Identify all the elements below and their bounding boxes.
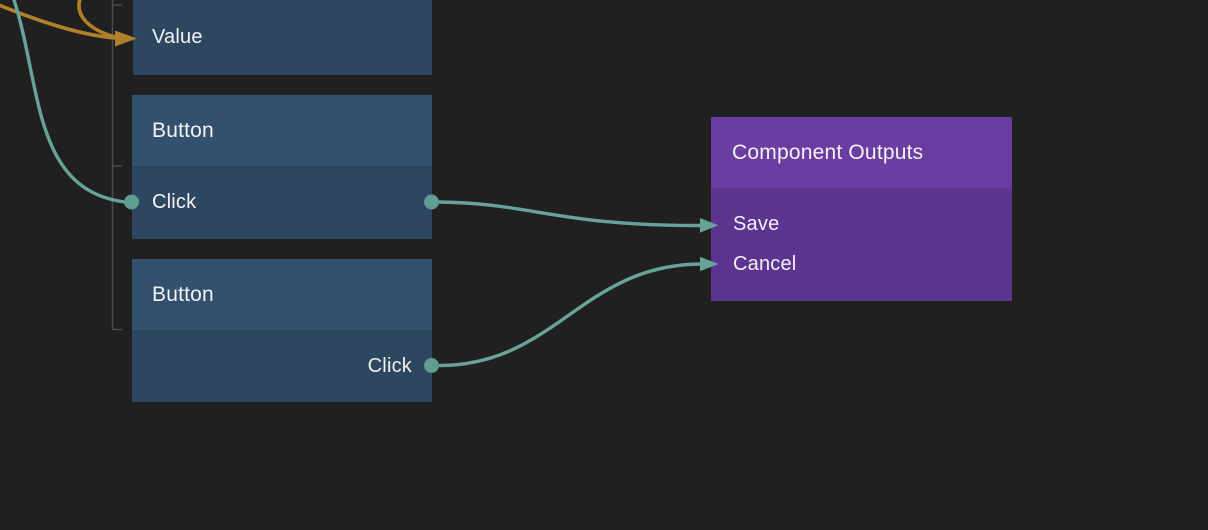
node-button-top[interactable]: Button Click [132, 95, 432, 239]
node-title: Button [152, 118, 214, 142]
edge-orange-top-to-value[interactable] [77, 0, 118, 40]
port-label-cancel: Cancel [733, 252, 797, 275]
node-button-top-header[interactable]: Button [132, 95, 432, 166]
edge-teal-offscreen-to-click[interactable] [12, 0, 126, 204]
port-label-click: Click [367, 354, 412, 377]
port-row-click-bottom: Click [132, 330, 432, 402]
node-title: Button [152, 282, 214, 306]
port-row-save: Save [711, 204, 1012, 244]
node-component-outputs-body: Save Cancel [711, 188, 1012, 301]
node-title: Component Outputs [732, 140, 924, 164]
edge-click-to-save[interactable] [438, 200, 703, 228]
edge-click-to-cancel[interactable] [438, 262, 703, 368]
port-label-value: Value [152, 26, 203, 48]
port-label-click: Click [152, 191, 197, 213]
node-button-bottom-header[interactable]: Button [132, 259, 432, 330]
node-component-outputs-header[interactable]: Component Outputs [711, 117, 1012, 188]
guide-bracket-line [111, 0, 122, 331]
port-label-save: Save [733, 212, 780, 235]
node-button-bottom[interactable]: Button Click [132, 259, 432, 402]
port-row-click-top: Click [132, 166, 432, 239]
edge-orange-left-to-value[interactable] [0, 3, 118, 40]
port-row-value: Value [133, 0, 432, 75]
port-row-cancel: Cancel [711, 244, 1012, 284]
node-value[interactable]: Value [133, 0, 432, 75]
node-component-outputs[interactable]: Component Outputs Save Cancel [711, 117, 1012, 301]
